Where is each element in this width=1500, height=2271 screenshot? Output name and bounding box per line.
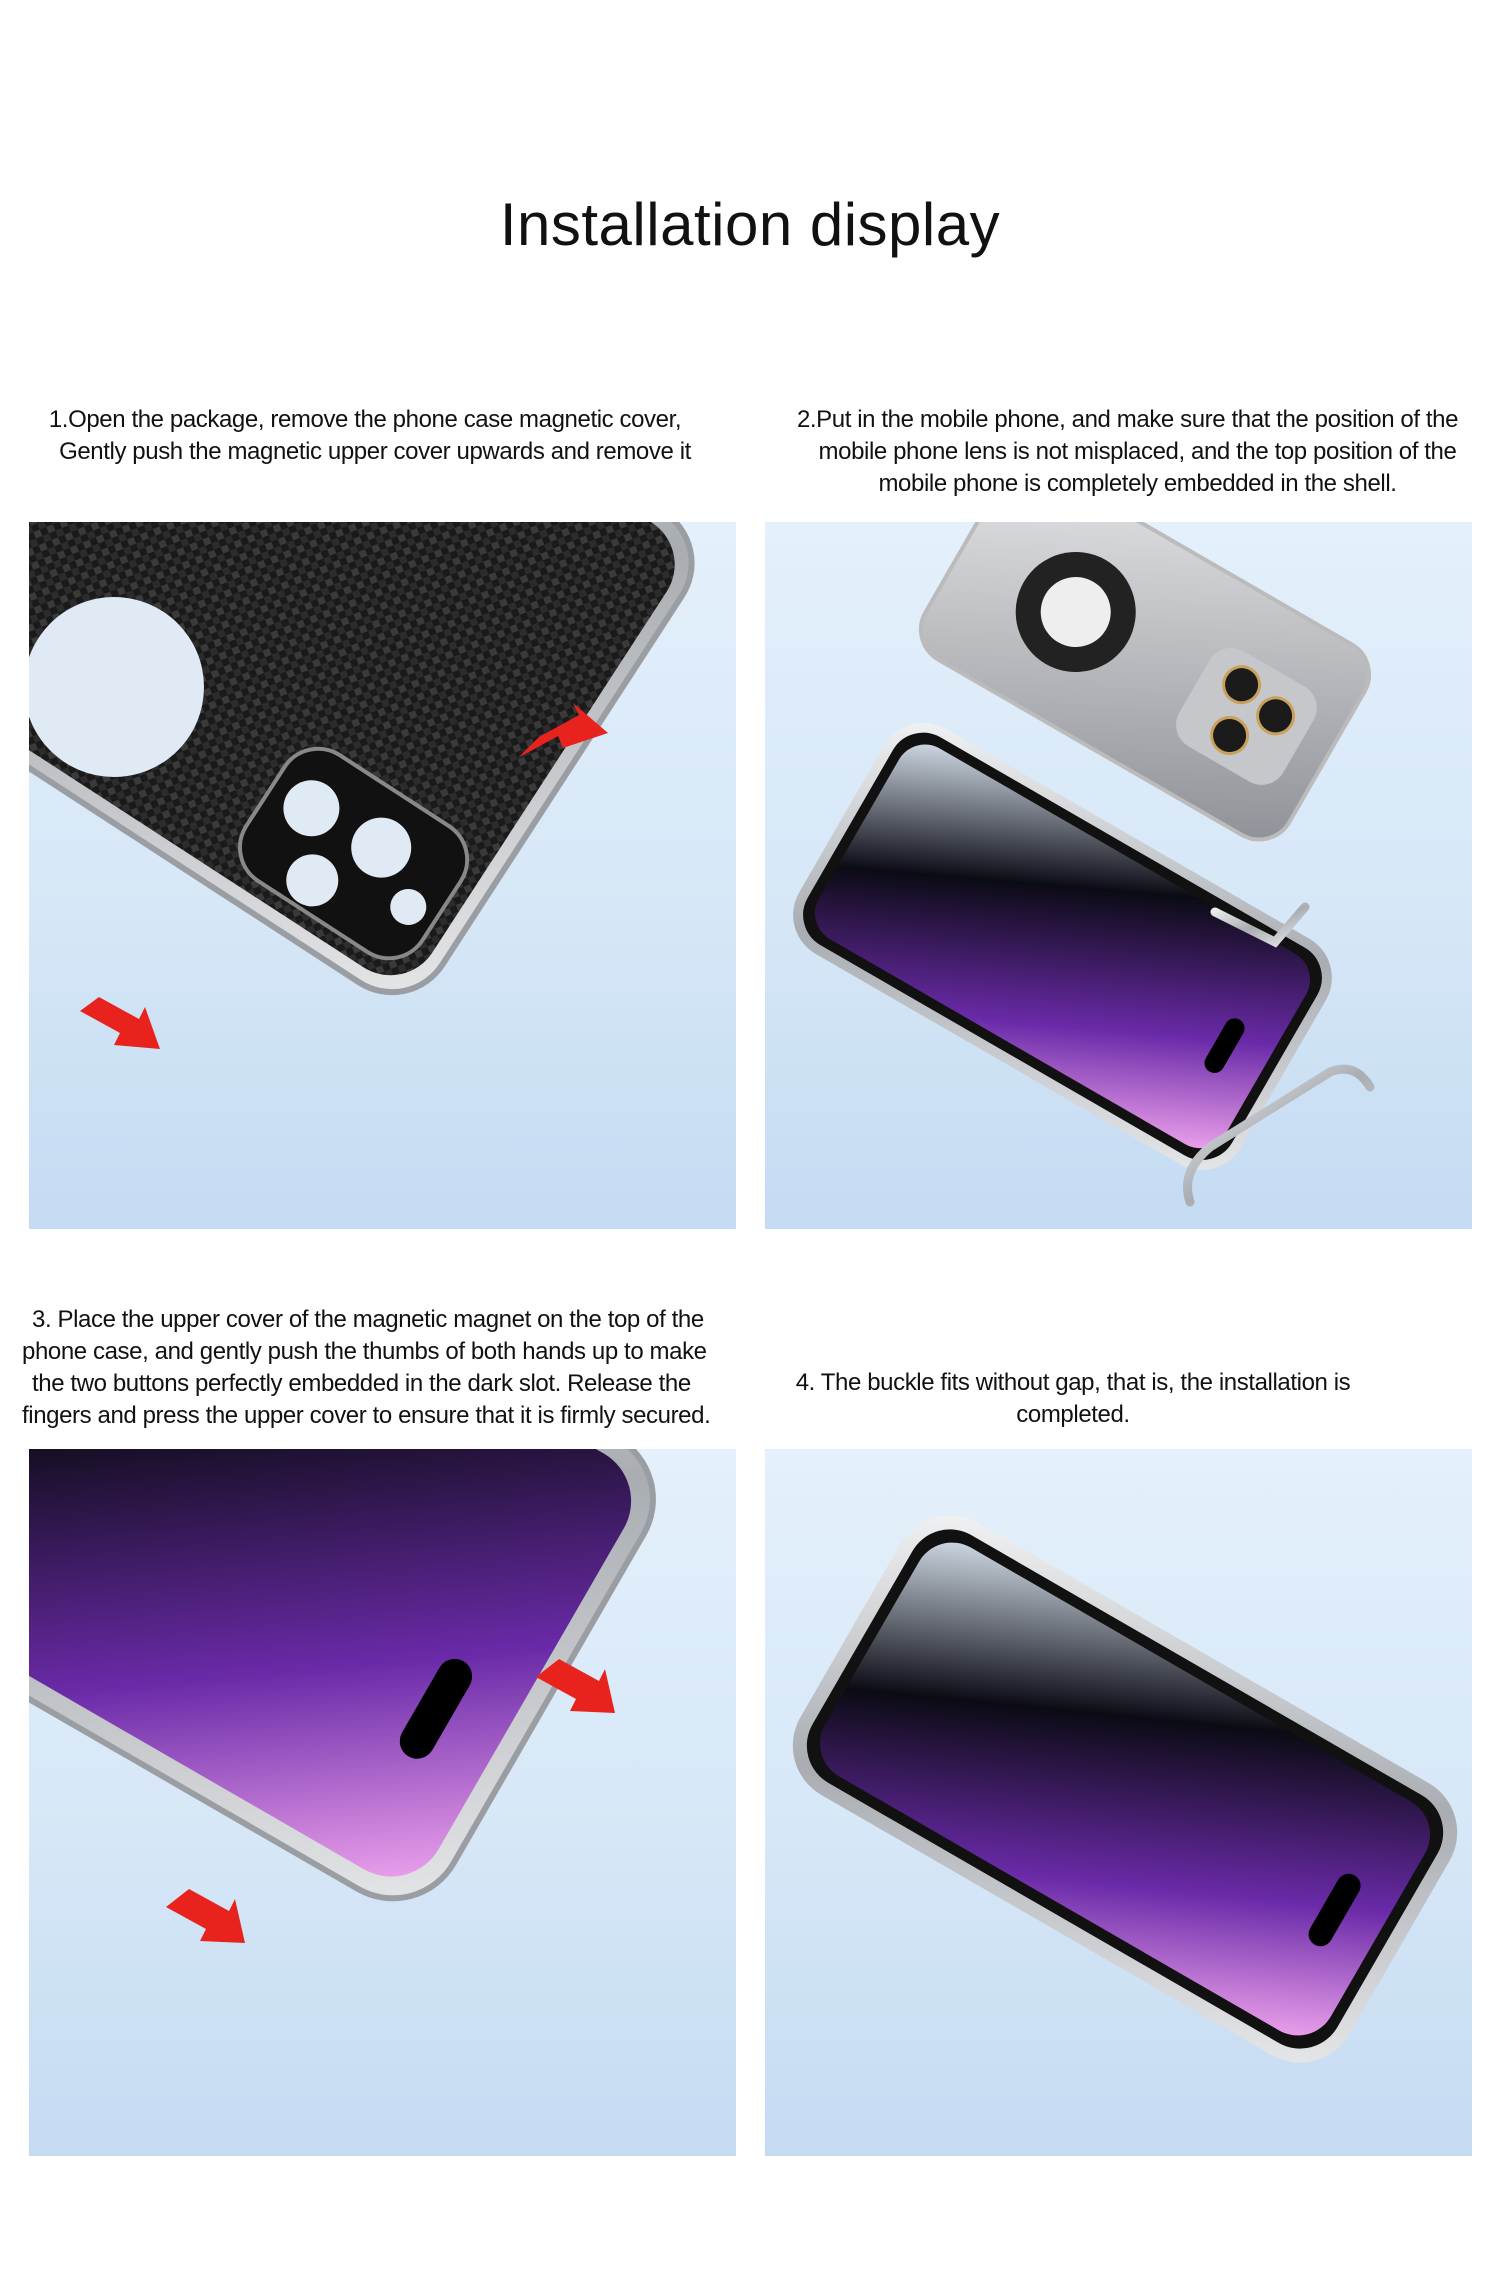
step-4-line: completed. [1016, 1401, 1130, 1428]
step-2-image [765, 522, 1472, 1229]
step-3-text: 3. Place the upper cover of the magnetic… [22, 1304, 762, 1432]
step-1-line: 1.Open the package, remove the phone cas… [48, 406, 682, 433]
arrow-icon [518, 703, 608, 758]
step-1-line: Gently push the magnetic upper cover upw… [59, 438, 691, 465]
phone-and-case-illustration [793, 522, 1375, 1207]
arrow-icon [80, 997, 160, 1049]
step-3-line: the two buttons perfectly embedded in th… [32, 1370, 691, 1397]
step-2-line: mobile phone lens is not misplaced, and … [818, 438, 1457, 465]
step-4-line: 4. The buckle fits without gap, that is,… [795, 1369, 1351, 1396]
installed-phone-illustration [792, 1515, 1458, 2063]
step-4-text: 4. The buckle fits without gap, that is,… [768, 1367, 1378, 1431]
step-1-image [29, 522, 736, 1229]
step-3-line: 3. Place the upper cover of the magnetic… [32, 1306, 704, 1333]
arrow-icon [166, 1889, 245, 1943]
case-back-illustration [29, 522, 695, 1049]
phone-closeup-illustration [29, 1449, 656, 1943]
step-2-line: mobile phone is completely embedded in t… [878, 470, 1397, 497]
step-3-line: fingers and press the upper cover to ens… [22, 1402, 711, 1429]
step-2-line: 2.Put in the mobile phone, and make sure… [796, 406, 1459, 433]
page-title: Installation display [499, 191, 1001, 258]
step-3-image [29, 1449, 736, 2156]
step-4-image [765, 1449, 1472, 2156]
step-2-text: 2.Put in the mobile phone, and make sure… [765, 404, 1490, 500]
step-3-line: phone case, and gently push the thumbs o… [22, 1338, 707, 1365]
logo-cutout [29, 597, 204, 777]
arrow-icon [536, 1659, 615, 1713]
step-1-text: 1.Open the package, remove the phone cas… [20, 404, 710, 468]
